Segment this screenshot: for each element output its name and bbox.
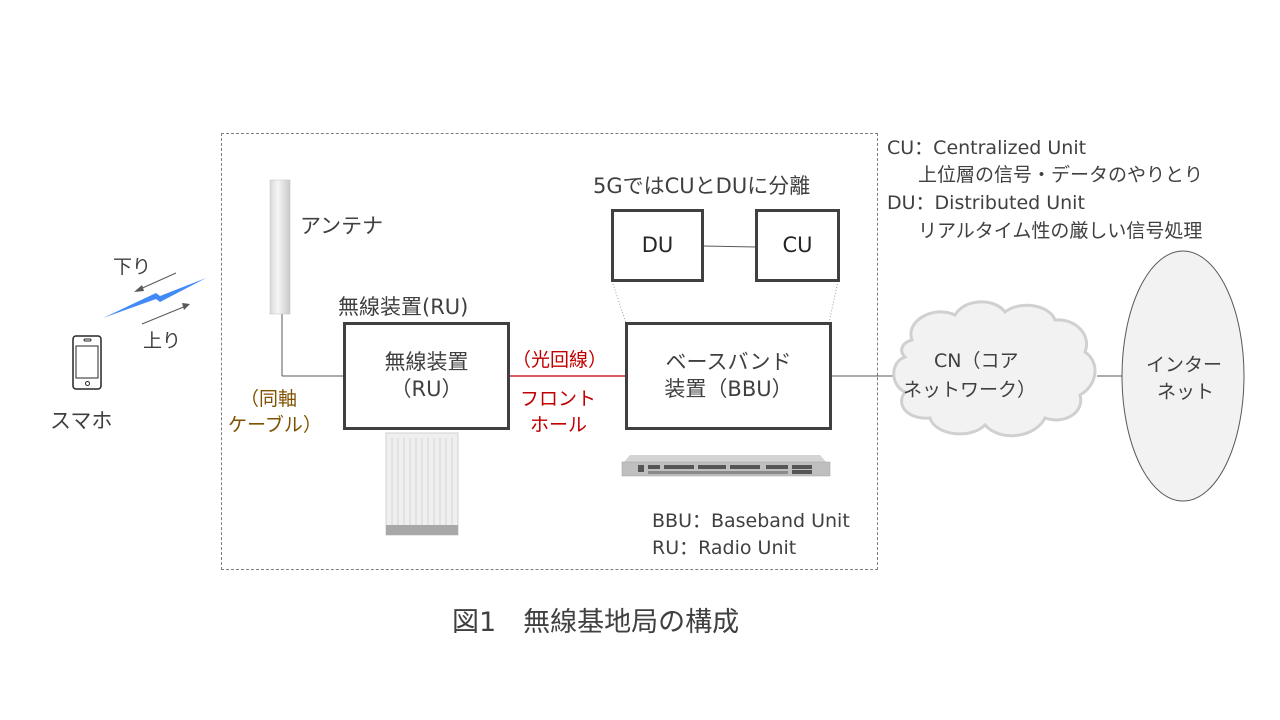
- radio-unit-device-icon: [385, 432, 459, 536]
- abbr-ru: RU：Radio Unit: [652, 537, 797, 559]
- cu-bbu-dotted: [828, 280, 839, 324]
- core-network-cloud-icon: [892, 300, 1097, 438]
- ru-heading: 無線装置(RU): [338, 295, 469, 319]
- core-network-label-line2: ネットワーク）: [903, 379, 1037, 401]
- abbr-bbu: BBU：Baseband Unit: [652, 510, 850, 532]
- du-bbu-dotted: [611, 280, 627, 324]
- bbu-rack-device-icon: [621, 455, 831, 477]
- du-box-label: DU: [641, 232, 674, 257]
- abbr-cu-desc: 上位層の信号・データのやりとり: [918, 164, 1204, 186]
- figure-caption: 図1 無線基地局の構成: [452, 607, 740, 638]
- abbr-du-term: DU：Distributed Unit: [887, 192, 1085, 214]
- bbu-box-line2: 装置（BBU）: [664, 377, 793, 401]
- cu-box: CU: [755, 209, 840, 282]
- smartphone-label: スマホ: [50, 409, 113, 433]
- bbu-box: ベースバンド 装置（BBU）: [625, 322, 832, 430]
- downlink-label: 下り: [113, 256, 152, 278]
- downlink-arrow: [134, 272, 177, 292]
- internet-label-line1: インター: [1146, 354, 1223, 376]
- internet-ellipse: [1121, 250, 1245, 502]
- bbu-box-line1: ベースバンド: [665, 349, 792, 374]
- fronthaul-label-line1: フロント: [520, 388, 597, 410]
- antenna-panel-icon: [269, 179, 291, 315]
- ru-box: 無線装置 （RU）: [343, 322, 510, 430]
- lightning-icon: [103, 278, 206, 318]
- fronthaul-line-label: （光回線）: [512, 349, 608, 371]
- ru-box-line1: 無線装置: [384, 349, 469, 374]
- core-network-label-line1: CN（コア: [934, 350, 1019, 372]
- base-station-boundary: [221, 133, 878, 570]
- uplink-arrow: [141, 303, 190, 325]
- du-cu-line: [702, 245, 757, 248]
- abbr-du-desc: リアルタイム性の厳しい信号処理: [918, 220, 1203, 242]
- du-box: DU: [611, 209, 704, 282]
- coax-label-line2: ケーブル）: [228, 414, 322, 436]
- split-note: 5GではCUとDUに分離: [593, 174, 811, 198]
- ru-box-line2: （RU）: [390, 377, 463, 401]
- uplink-label: 上り: [143, 330, 182, 352]
- cu-box-label: CU: [782, 232, 813, 257]
- internet-label-line2: ネット: [1157, 381, 1215, 403]
- antenna-label: アンテナ: [300, 214, 384, 238]
- smartphone-icon: [72, 335, 102, 390]
- fronthaul-label-line2: ホール: [530, 414, 588, 436]
- abbr-cu-term: CU：Centralized Unit: [887, 137, 1087, 159]
- coax-label-line1: （同軸: [240, 388, 298, 410]
